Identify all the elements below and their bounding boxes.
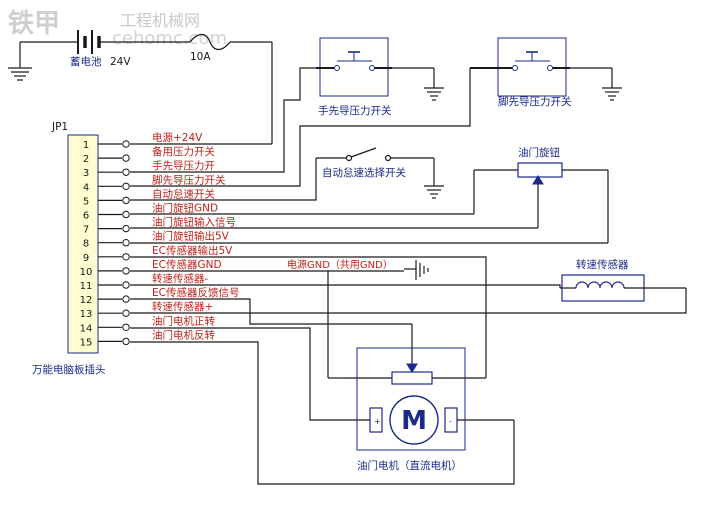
pin-terminal <box>122 154 130 162</box>
pin-number: 4 <box>83 182 89 193</box>
throttle-knob-label: 油门旋钮 <box>518 146 560 159</box>
pin-number: 5 <box>83 196 89 207</box>
speed-sensor-label: 转速传感器 <box>576 258 629 271</box>
pin-number: 13 <box>80 309 93 320</box>
pin-number: 15 <box>80 337 93 348</box>
connector-pin-14: 14 油门电机正转 <box>80 314 216 334</box>
pin-number: 2 <box>83 154 89 165</box>
pin-number: 6 <box>83 211 89 222</box>
pin-label: 油门旋钮输出5V <box>152 230 230 243</box>
pin-terminal <box>122 281 130 289</box>
pin-label: 油门旋钮GND <box>152 202 218 215</box>
watermark-domain: cehomc.com <box>112 28 227 49</box>
pin-terminal <box>122 337 130 346</box>
pin-terminal <box>122 309 130 317</box>
pin-label: 油门电机反转 <box>152 328 215 341</box>
connector-pin-7: 7 油门旋钮输入信号 <box>83 216 236 236</box>
connector-pin-12: 12 EC传感器反馈信号 <box>80 286 240 306</box>
pin-terminal <box>122 267 130 275</box>
pin-terminal <box>122 182 130 191</box>
connector-pin-13: 13 转速传感器+ <box>80 300 214 320</box>
pin-terminal <box>122 239 130 247</box>
pin-number: 10 <box>80 267 93 278</box>
pin-label: 油门旋钮输入信号 <box>152 216 236 229</box>
pin-terminal <box>122 168 130 176</box>
pin-terminal <box>122 140 130 148</box>
battery-voltage: 24V <box>110 56 131 68</box>
connector-label: 万能电脑板插头 <box>32 363 106 376</box>
motor-minus: - <box>449 417 452 426</box>
pin-label: 电源+24V <box>152 131 203 144</box>
pin-label: EC传感器反馈信号 <box>152 286 239 299</box>
pin-number: 3 <box>83 168 89 179</box>
pin-label: 转速传感器+ <box>152 300 213 313</box>
speed-sensor <box>560 274 686 302</box>
foot-pilot-switch <box>470 37 622 101</box>
pin-terminal <box>122 323 130 331</box>
auto-idle-label: 自动怠速选择开关 <box>322 166 406 179</box>
pin-number: 7 <box>83 225 89 236</box>
foot-switch-label: 脚先导压力开关 <box>498 95 572 108</box>
pin-number: 12 <box>80 295 93 306</box>
pin-number: 14 <box>80 323 93 334</box>
pin-number: 1 <box>83 140 89 151</box>
pin-label: 油门电机正转 <box>152 314 215 327</box>
battery-label: 蓄电池 <box>70 55 102 68</box>
fuse-rating: 10A <box>190 51 211 63</box>
pin-label: 脚先导压力开关 <box>152 173 226 186</box>
pin-terminal <box>122 253 130 261</box>
pin-label: EC传感器输出5V <box>152 244 233 257</box>
pin-label: EC传感器GND <box>152 258 222 271</box>
connector-pin-10: 10 EC传感器GND <box>80 258 222 278</box>
throttle-motor-block <box>341 324 514 451</box>
watermark-site: 工程机械网 <box>120 11 200 30</box>
battery-circuit <box>8 30 273 144</box>
ground-note: 电源GND（共用GND） <box>287 258 393 271</box>
pin-terminal <box>122 295 130 303</box>
pin-number: 9 <box>83 253 89 264</box>
pin-number: 11 <box>80 281 93 292</box>
watermark-brand: 铁甲 <box>8 8 60 39</box>
auto-idle-switch <box>316 147 444 199</box>
connector-pin-15: 15 油门电机反转 <box>80 328 216 348</box>
motor-label: 油门电机（直流电机） <box>357 459 462 472</box>
pin-rows: 1 电源+24V 2 备用压力开关 3 手先导压力开 4 脚先导压力开关 5 自动怠速开关 6 油门旋… <box>80 131 240 348</box>
pin-label: 备用压力开关 <box>152 145 215 158</box>
pin-terminal <box>122 210 130 219</box>
connector-pin-3: 3 手先导压力开 <box>83 159 215 179</box>
hand-switch-label: 手先导压力开关 <box>318 104 392 117</box>
pin-label: 手先导压力开 <box>152 159 215 172</box>
connector-body <box>67 134 99 354</box>
pin-label: 自动怠速开关 <box>152 187 215 200</box>
connector-pin-8: 8 油门旋钮输出5V <box>83 230 230 250</box>
shared-ground-symbol <box>404 260 429 280</box>
connector-id: JP1 <box>51 121 68 133</box>
watermark: 铁甲 工程机械网 cehomc.com <box>8 8 227 49</box>
pin-label: 转速传感器- <box>152 272 208 285</box>
connector-pin-6: 6 油门旋钮GND <box>83 202 218 222</box>
pin-number: 8 <box>83 239 89 250</box>
connector-pin-2: 2 备用压力开关 <box>83 145 216 165</box>
connector-pin-11: 11 转速传感器- <box>80 272 209 292</box>
motor-plus: + <box>374 417 381 426</box>
pin-terminal <box>122 196 130 205</box>
motor-symbol: M <box>401 406 427 436</box>
connector-pin-4: 4 脚先导压力开关 <box>83 173 226 193</box>
wires <box>130 67 687 485</box>
hand-pilot-switch <box>316 37 444 101</box>
throttle-knob <box>473 162 609 243</box>
connector-pin-5: 5 自动怠速开关 <box>83 187 216 207</box>
connector-pin-1: 1 电源+24V <box>83 131 203 151</box>
connector-pin-9: 9 EC传感器输出5V <box>83 244 233 264</box>
pin-terminal <box>122 224 130 233</box>
